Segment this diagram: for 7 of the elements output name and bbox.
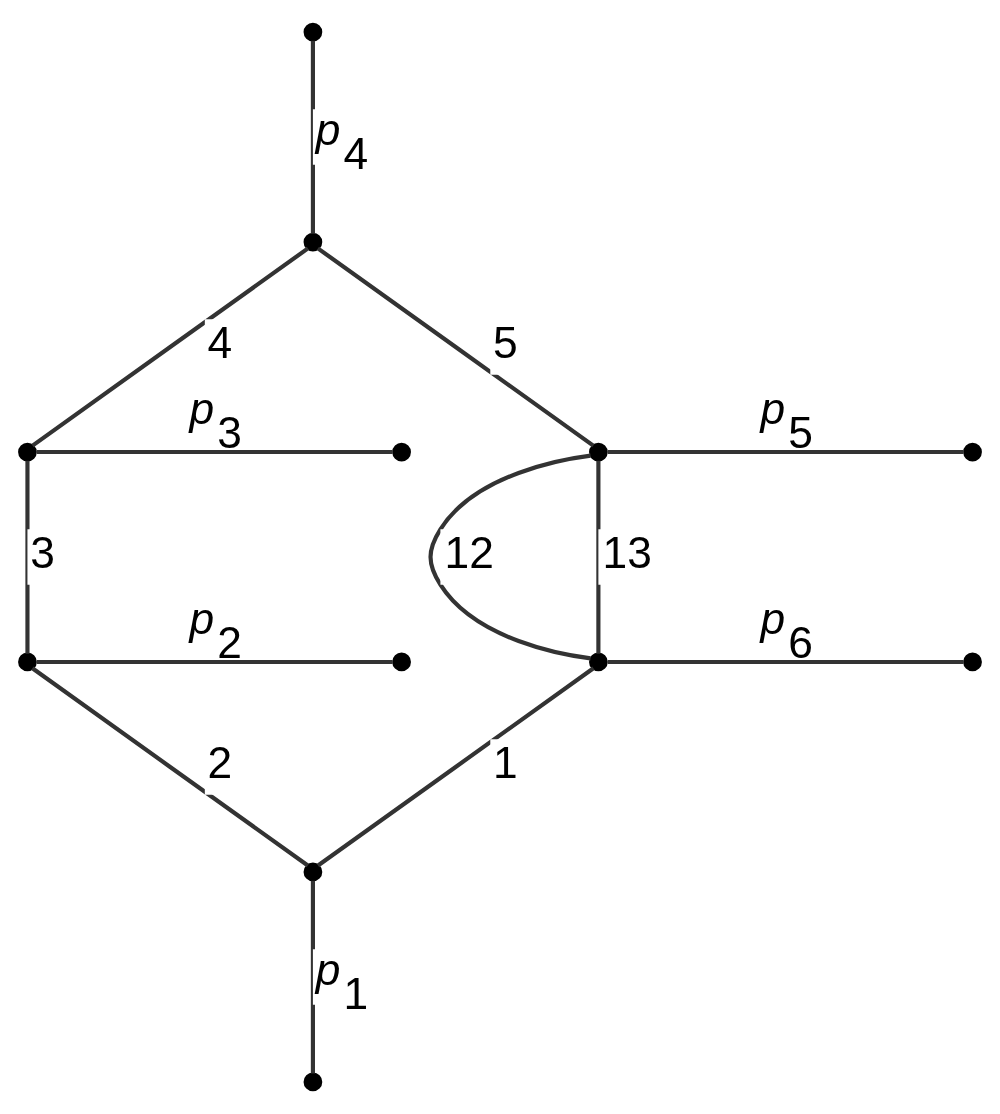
edge-label: 5 — [493, 317, 518, 367]
edge-label: 2 — [207, 737, 233, 787]
edge-label: 13 — [602, 527, 652, 577]
edge-label: 3 — [30, 527, 55, 577]
edge-label: 1 — [493, 737, 518, 787]
edge-label: 4 — [207, 317, 233, 367]
edge-label: 12 — [444, 527, 494, 577]
